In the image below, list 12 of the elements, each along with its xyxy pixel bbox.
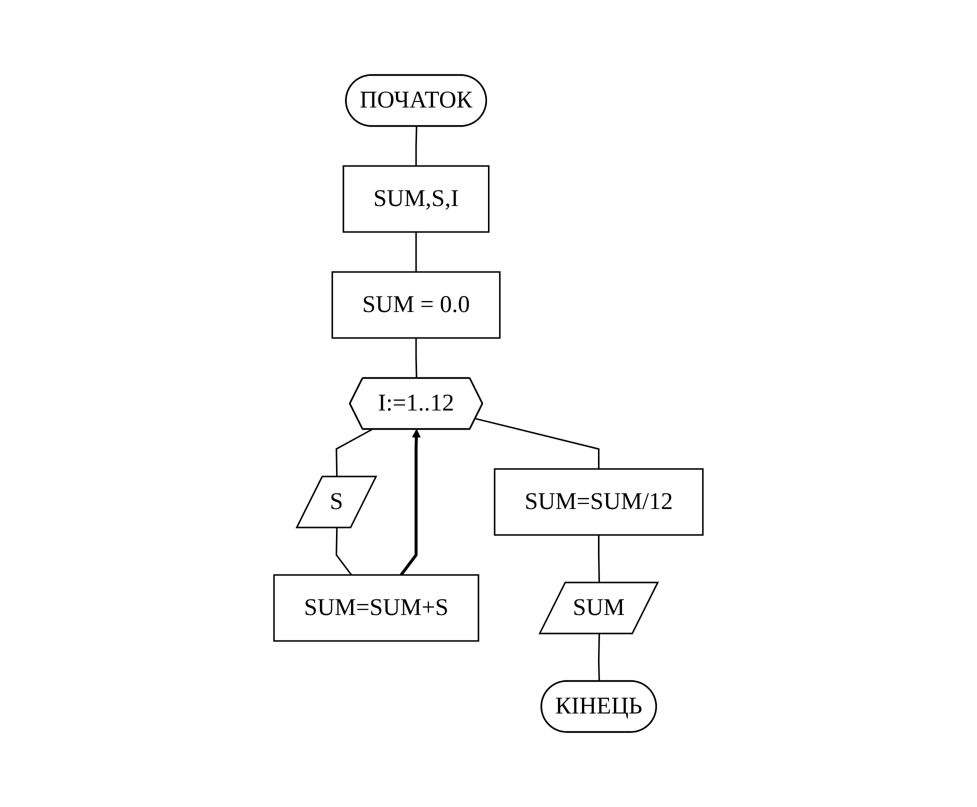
connector xyxy=(475,418,600,469)
node-box: SUM = 0.0 xyxy=(332,271,501,339)
arrow xyxy=(400,429,421,576)
connector xyxy=(415,126,418,166)
connector xyxy=(415,232,417,272)
connector xyxy=(598,634,600,682)
connector xyxy=(598,535,600,583)
connector xyxy=(336,528,352,576)
node-box: SUM,S,I xyxy=(342,165,490,233)
node-box: SUM=SUM/12 xyxy=(494,468,704,536)
connector xyxy=(415,338,418,379)
node-box: SUM=SUM+S xyxy=(273,574,480,642)
